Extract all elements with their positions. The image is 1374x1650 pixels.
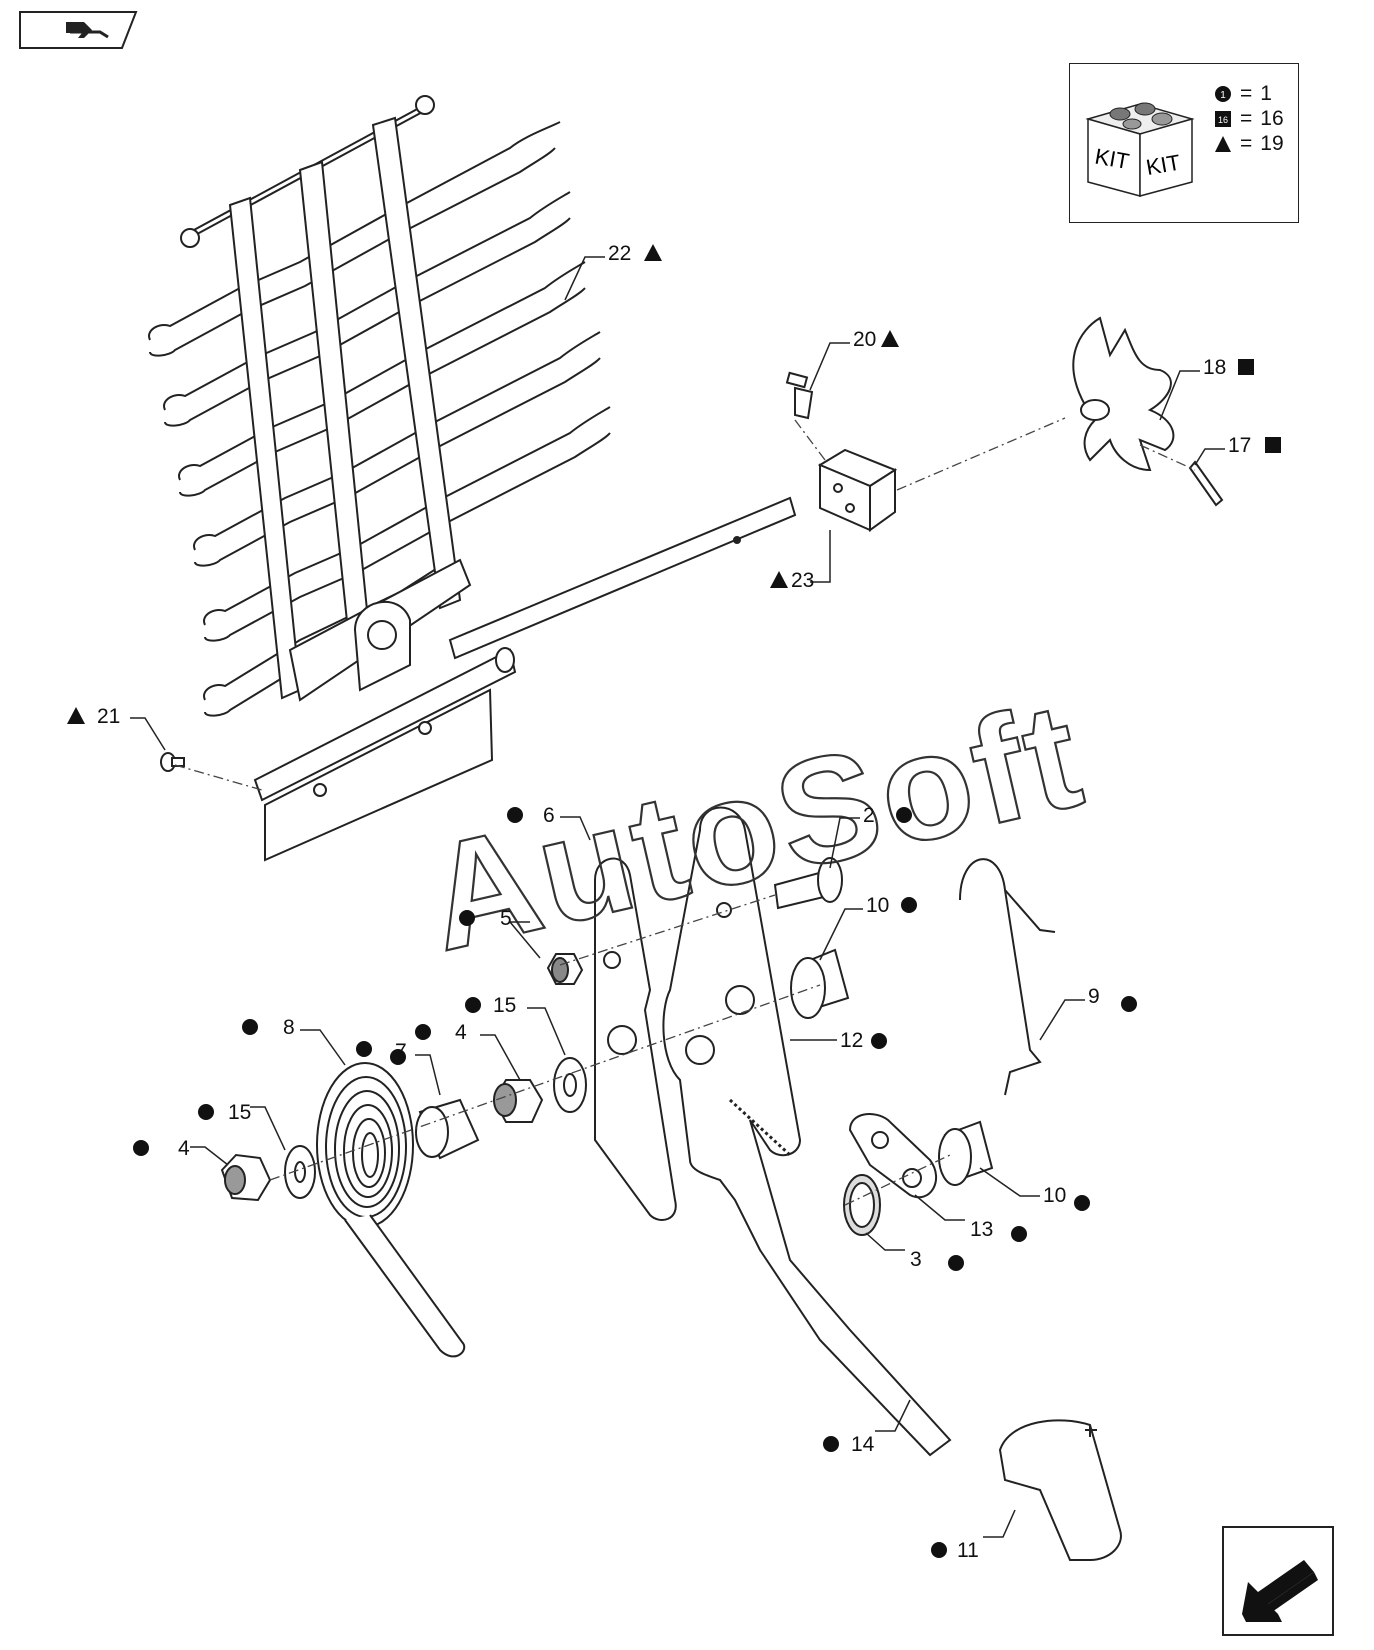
legend-value: 19 [1260, 132, 1284, 155]
rubber-star-18 [1072, 316, 1175, 472]
square-16-icon: 16 [1215, 111, 1231, 127]
tine-frame [148, 95, 611, 862]
kit-box-icon: KIT KIT [1085, 102, 1195, 197]
bolt-21 [160, 752, 185, 772]
legend-value: 1 [1260, 82, 1272, 105]
callout-8: 8 [283, 1016, 295, 1039]
callout-18: 18 [1203, 356, 1226, 379]
legend-row-square: 16 = 16 [1214, 107, 1284, 131]
legend-value: 16 [1260, 107, 1284, 130]
callout-21: 21 [97, 705, 120, 728]
legend-eq: = [1240, 132, 1253, 155]
callout-2: 2 [863, 804, 875, 827]
next-page-arrow-icon [1222, 1526, 1334, 1636]
callout-22: 22 [608, 242, 631, 265]
pin-17 [1188, 460, 1224, 507]
bracket-plates [594, 806, 952, 1457]
kit-word-left: KIT [1093, 143, 1131, 174]
callout-4-left: 4 [178, 1137, 190, 1160]
callout-6: 6 [543, 804, 555, 827]
callout-17: 17 [1228, 434, 1251, 457]
svg-text:16: 16 [1218, 115, 1228, 125]
circle-1-icon: 1 [1215, 86, 1231, 102]
bolt-20 [785, 371, 814, 420]
leader-lines [130, 256, 1225, 1538]
legend-eq: = [1240, 107, 1253, 130]
callout-12: 12 [840, 1029, 863, 1052]
callout-15-right: 15 [493, 994, 516, 1017]
kit-word-right: KIT [1144, 150, 1182, 181]
callout-10-lower: 10 [1043, 1184, 1066, 1207]
callout-4-right: 4 [455, 1021, 467, 1044]
book-arrow-icon [19, 11, 138, 49]
callout-14: 14 [851, 1433, 875, 1456]
legend-eq: = [1240, 82, 1253, 105]
shaft [448, 496, 797, 660]
svg-text:1: 1 [1220, 90, 1226, 101]
callout-20: 20 [853, 328, 876, 351]
callout-15-left: 15 [228, 1101, 251, 1124]
block-23 [817, 448, 898, 532]
callout-10-upper: 10 [866, 894, 889, 917]
spiral-spring-8 [316, 1062, 466, 1358]
callout-13: 13 [970, 1218, 993, 1241]
kit-legend: KIT KIT 1 = 1 16 = 16 = 19 [1069, 63, 1299, 223]
callout-7: 7 [395, 1040, 407, 1063]
assembly-axes [174, 417, 1196, 1206]
callouts: 22 20 18 17 23 21 6 2 5 10 15 9 8 4 12 7… [67, 242, 1281, 1562]
legend-row-triangle: = 19 [1214, 132, 1284, 156]
next-page-button[interactable] [1222, 1526, 1334, 1636]
triangle-19-icon [1215, 136, 1231, 152]
hardware-parts [220, 857, 1122, 1561]
legend-row-circle: 1 = 1 [1214, 82, 1272, 106]
callout-9: 9 [1088, 985, 1100, 1008]
header-book-tab[interactable] [18, 10, 138, 50]
callout-5: 5 [500, 907, 512, 930]
callout-23: 23 [791, 569, 814, 592]
callout-3: 3 [910, 1248, 922, 1271]
callout-11: 11 [957, 1539, 979, 1562]
